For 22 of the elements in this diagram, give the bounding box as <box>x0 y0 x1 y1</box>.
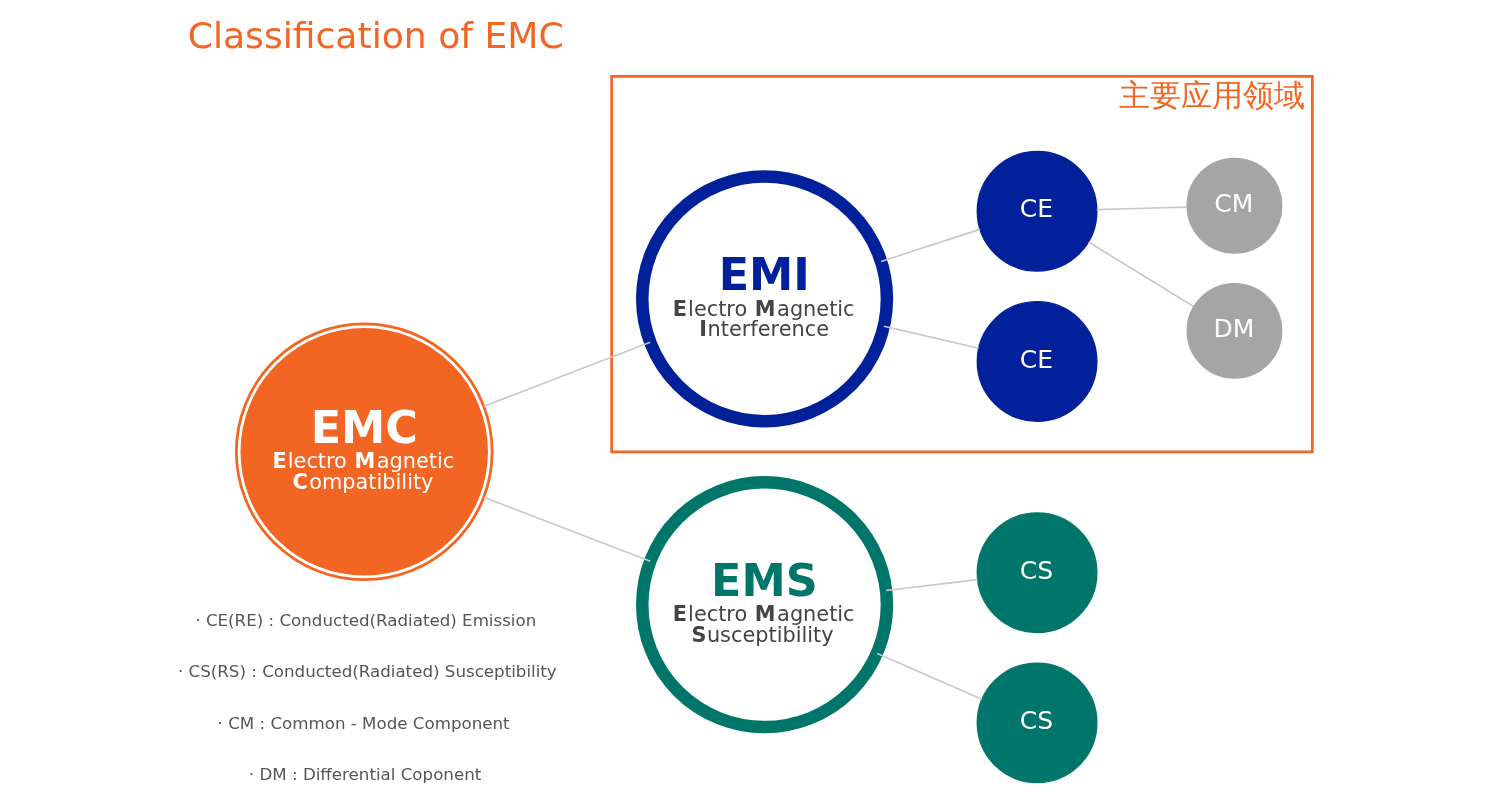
connector <box>483 341 652 408</box>
node-circle: EMC Electro Magnetic Compatibility <box>234 322 494 582</box>
node-circle: CE <box>976 150 1098 272</box>
node-circle: CS <box>976 662 1098 784</box>
connector <box>1096 206 1188 211</box>
label: · CS(RS) : Conducted(Radiated) Susceptibility <box>177 662 557 682</box>
node-circle: DM <box>1186 282 1283 379</box>
connector <box>483 496 652 563</box>
label: · CM : Common - Mode Component <box>217 713 510 733</box>
node-circle: CS <box>976 512 1098 634</box>
label: · DM : Differential Coponent <box>248 765 482 784</box>
connector <box>885 578 979 592</box>
connector <box>1087 241 1195 308</box>
node-circle: EMS Electro Magnetic Susceptibility <box>636 476 894 734</box>
node-circle: CE <box>976 300 1098 422</box>
connector <box>876 652 983 701</box>
connector <box>880 228 981 263</box>
connector <box>883 325 980 350</box>
node-circle: EMI Electro Magnetic Interference <box>636 170 894 428</box>
diagram-title: Classification of EMC <box>187 14 564 58</box>
node-circle: CM <box>1186 157 1283 254</box>
label: · CE(RE) : Conducted(Radiated) Emission <box>195 610 537 630</box>
